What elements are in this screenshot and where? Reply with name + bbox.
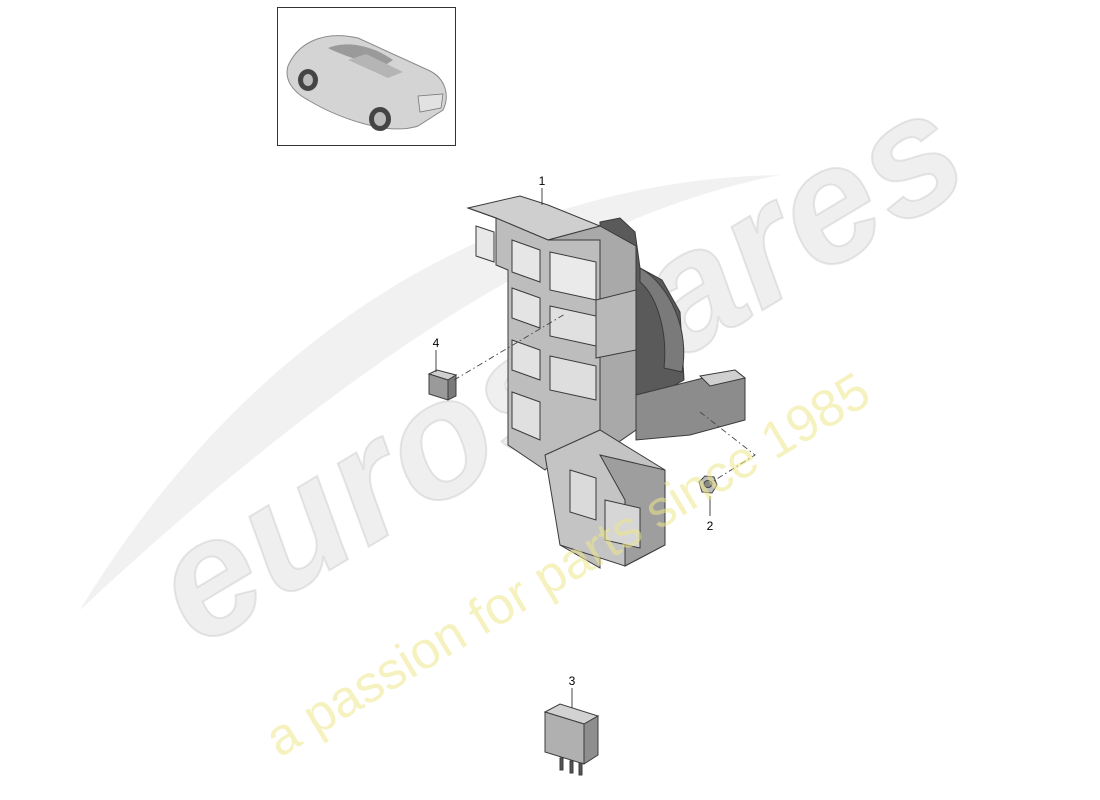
callout-part-2: 2	[706, 519, 714, 533]
fuse-box-icon	[466, 195, 747, 569]
leader-lines	[435, 188, 711, 708]
relay-icon	[543, 703, 600, 776]
hex-nut-icon	[698, 475, 718, 494]
convertible-car-icon	[286, 35, 447, 131]
callout-part-4: 4	[432, 336, 440, 350]
blade-fuse-icon	[427, 369, 458, 401]
callout-part-1: 1	[538, 174, 546, 188]
assembly-lines	[453, 313, 756, 483]
vehicle-thumbnail	[277, 7, 456, 146]
callout-part-3: 3	[568, 674, 576, 688]
